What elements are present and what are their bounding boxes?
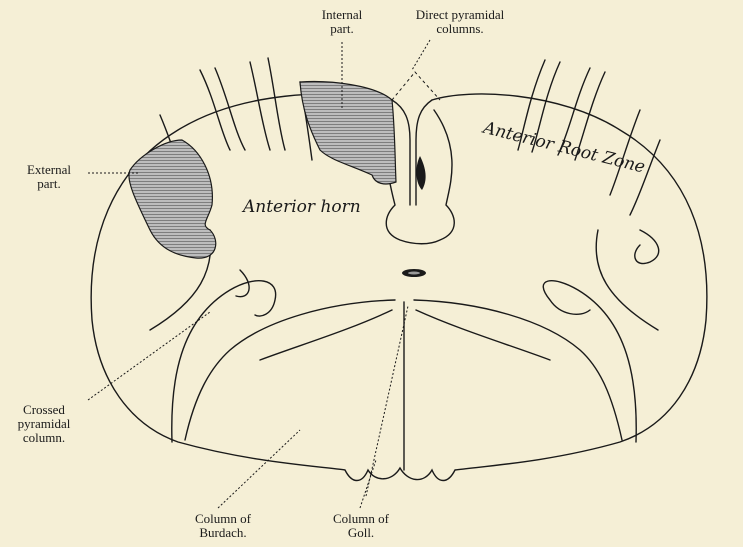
label-external-part: External part. xyxy=(14,163,84,191)
leader-goll xyxy=(360,460,376,508)
leader-crossed xyxy=(88,312,210,400)
fissure-dark-spot xyxy=(416,156,425,190)
label-anterior-horn: Anterior horn xyxy=(243,197,361,217)
leader-burdach xyxy=(218,430,300,508)
label-internal-part: Internal part. xyxy=(297,8,387,36)
posterior-horn-right xyxy=(414,300,622,440)
posterior-horn-left xyxy=(185,300,395,440)
label-crossed-pyramidal-column: Crossed pyramidal column. xyxy=(4,403,84,445)
internal-part-shading xyxy=(300,82,396,184)
label-column-of-burdach: Column of Burdach. xyxy=(180,512,266,540)
leader-direct xyxy=(412,40,430,70)
label-direct-pyramidal-columns: Direct pyramidal columns. xyxy=(390,8,530,36)
direct-pyramidal-outline xyxy=(392,72,440,100)
label-column-of-goll: Column of Goll. xyxy=(318,512,404,540)
leader-goll-2 xyxy=(366,306,408,496)
external-part-shading xyxy=(129,140,216,258)
anterior-median-fissure xyxy=(392,100,432,205)
